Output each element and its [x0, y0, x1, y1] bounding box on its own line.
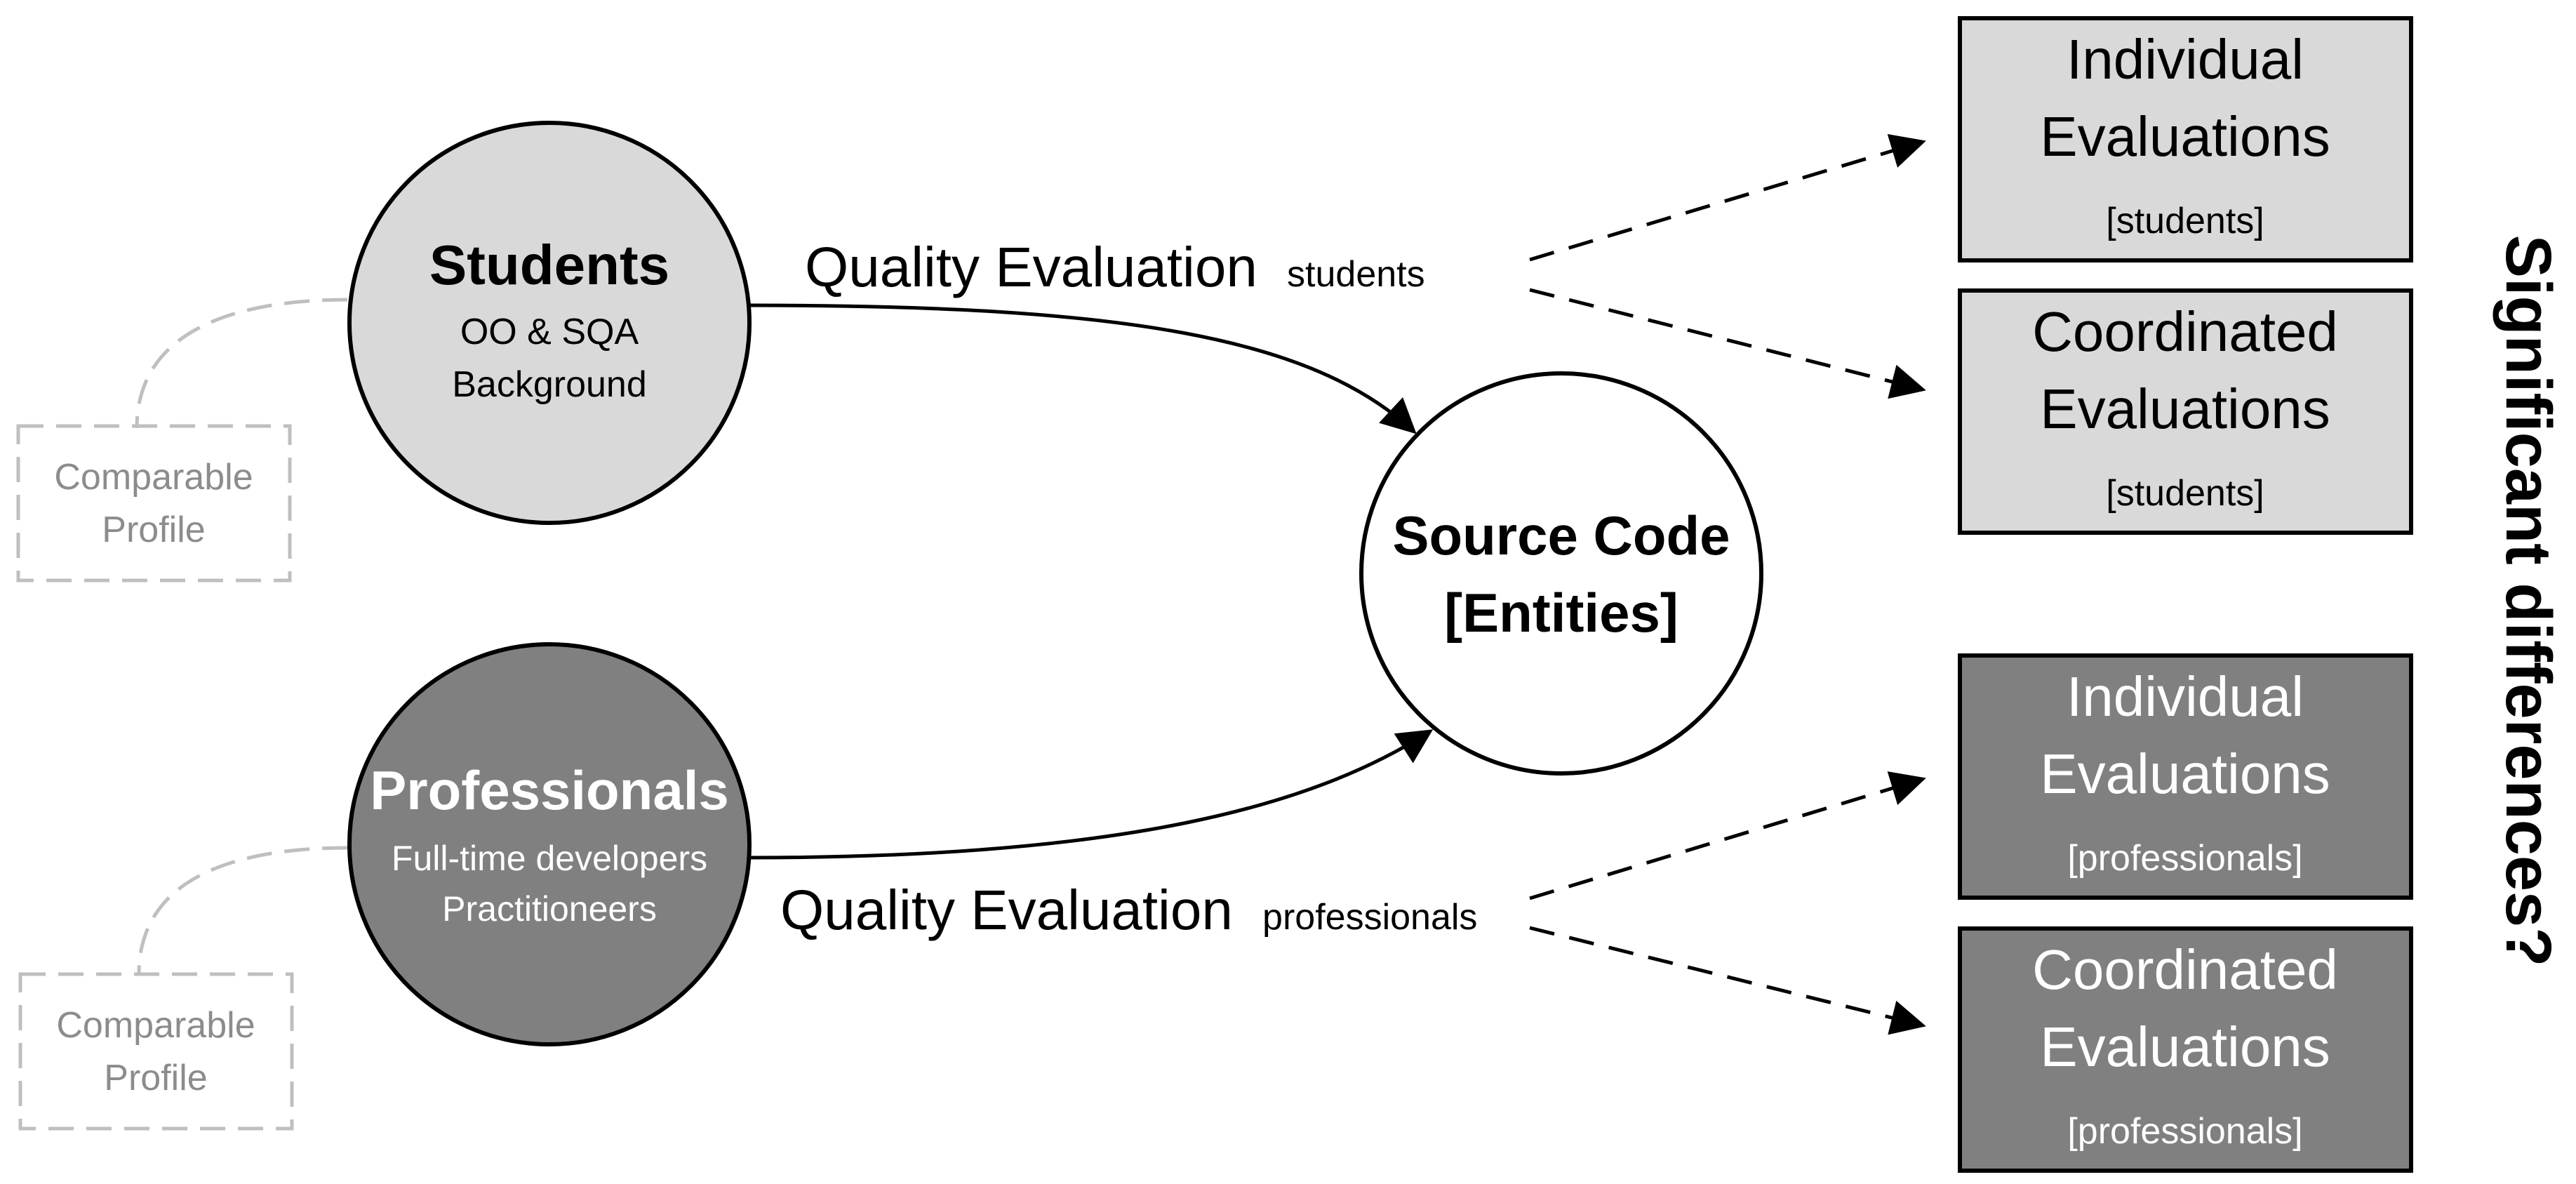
professionals-line1: Full-time developers: [392, 839, 707, 878]
comparable-profile-students-line1: Comparable: [54, 457, 253, 498]
comparable-profile-students-line2: Profile: [102, 510, 205, 550]
eval-students-individual-line2: Evaluations: [2040, 105, 2330, 168]
students-node: Students OO & SQA Background: [347, 121, 752, 525]
comparable-profile-professionals-line1: Comparable: [56, 1005, 255, 1046]
eval-professionals-individual-line2: Evaluations: [2040, 743, 2330, 805]
eval-professionals-individual-line1: Individual: [2067, 665, 2304, 728]
eval-students-coordinated-tag: [students]: [2106, 473, 2264, 514]
arrow-professionals-to-source: [749, 729, 1434, 860]
students-line1: OO & SQA: [460, 312, 639, 352]
comparable-profile-students: Comparable Profile: [16, 424, 292, 583]
dashed-arrow-students-coordinated: [1529, 288, 1926, 399]
eval-students-individual-line1: Individual: [2067, 28, 2304, 91]
eval-box-students-coordinated: Coordinated Evaluations [students]: [1958, 288, 2413, 535]
dashed-arrow-professionals-coordinated: [1529, 926, 1926, 1035]
eval-students-coordinated-line1: Coordinated: [2032, 300, 2338, 363]
comparable-profile-professionals: Comparable Profile: [18, 972, 294, 1131]
significant-differences-question: Significant differences?: [2492, 235, 2564, 967]
edge-label-students-sub: students: [1287, 254, 1425, 295]
eval-students-coordinated-line2: Evaluations: [2040, 378, 2330, 440]
eval-professionals-individual-tag: [professionals]: [2067, 838, 2302, 879]
professionals-node: Professionals Full-time developers Pract…: [347, 642, 752, 1046]
comparable-profile-professionals-line2: Profile: [104, 1058, 207, 1098]
students-title: Students: [429, 234, 669, 296]
edge-label-students-main: Quality Evaluation: [805, 236, 1257, 298]
edge-label-students: Quality Evaluation students: [805, 236, 1425, 298]
source-code-line1: Source Code: [1392, 505, 1730, 566]
source-code-line2: [Entities]: [1444, 582, 1679, 644]
source-code-node: Source Code [Entities]: [1359, 371, 1763, 776]
dashed-arrow-professionals-individual: [1529, 771, 1926, 900]
edge-label-professionals: Quality Evaluation professionals: [780, 879, 1477, 941]
eval-box-professionals-coordinated: Coordinated Evaluations [professionals]: [1958, 926, 2413, 1173]
eval-students-individual-tag: [students]: [2106, 201, 2264, 241]
edge-label-professionals-main: Quality Evaluation: [780, 879, 1233, 941]
edge-label-professionals-sub: professionals: [1262, 897, 1477, 938]
eval-professionals-coordinated-line2: Evaluations: [2040, 1016, 2330, 1078]
students-line2: Background: [452, 364, 647, 405]
dashed-arrow-students-individual: [1529, 133, 1926, 262]
profile-connector-professionals: [137, 846, 348, 975]
eval-box-professionals-individual: Individual Evaluations [professionals]: [1958, 653, 2413, 900]
eval-professionals-coordinated-line1: Coordinated: [2032, 938, 2338, 1001]
professionals-line2: Practitioneers: [442, 889, 657, 929]
professionals-title: Professionals: [370, 759, 729, 821]
profile-connector-students: [135, 298, 348, 429]
arrow-students-to-source: [749, 303, 1417, 434]
eval-box-students-individual: Individual Evaluations [students]: [1958, 16, 2413, 262]
eval-professionals-coordinated-tag: [professionals]: [2067, 1111, 2302, 1152]
